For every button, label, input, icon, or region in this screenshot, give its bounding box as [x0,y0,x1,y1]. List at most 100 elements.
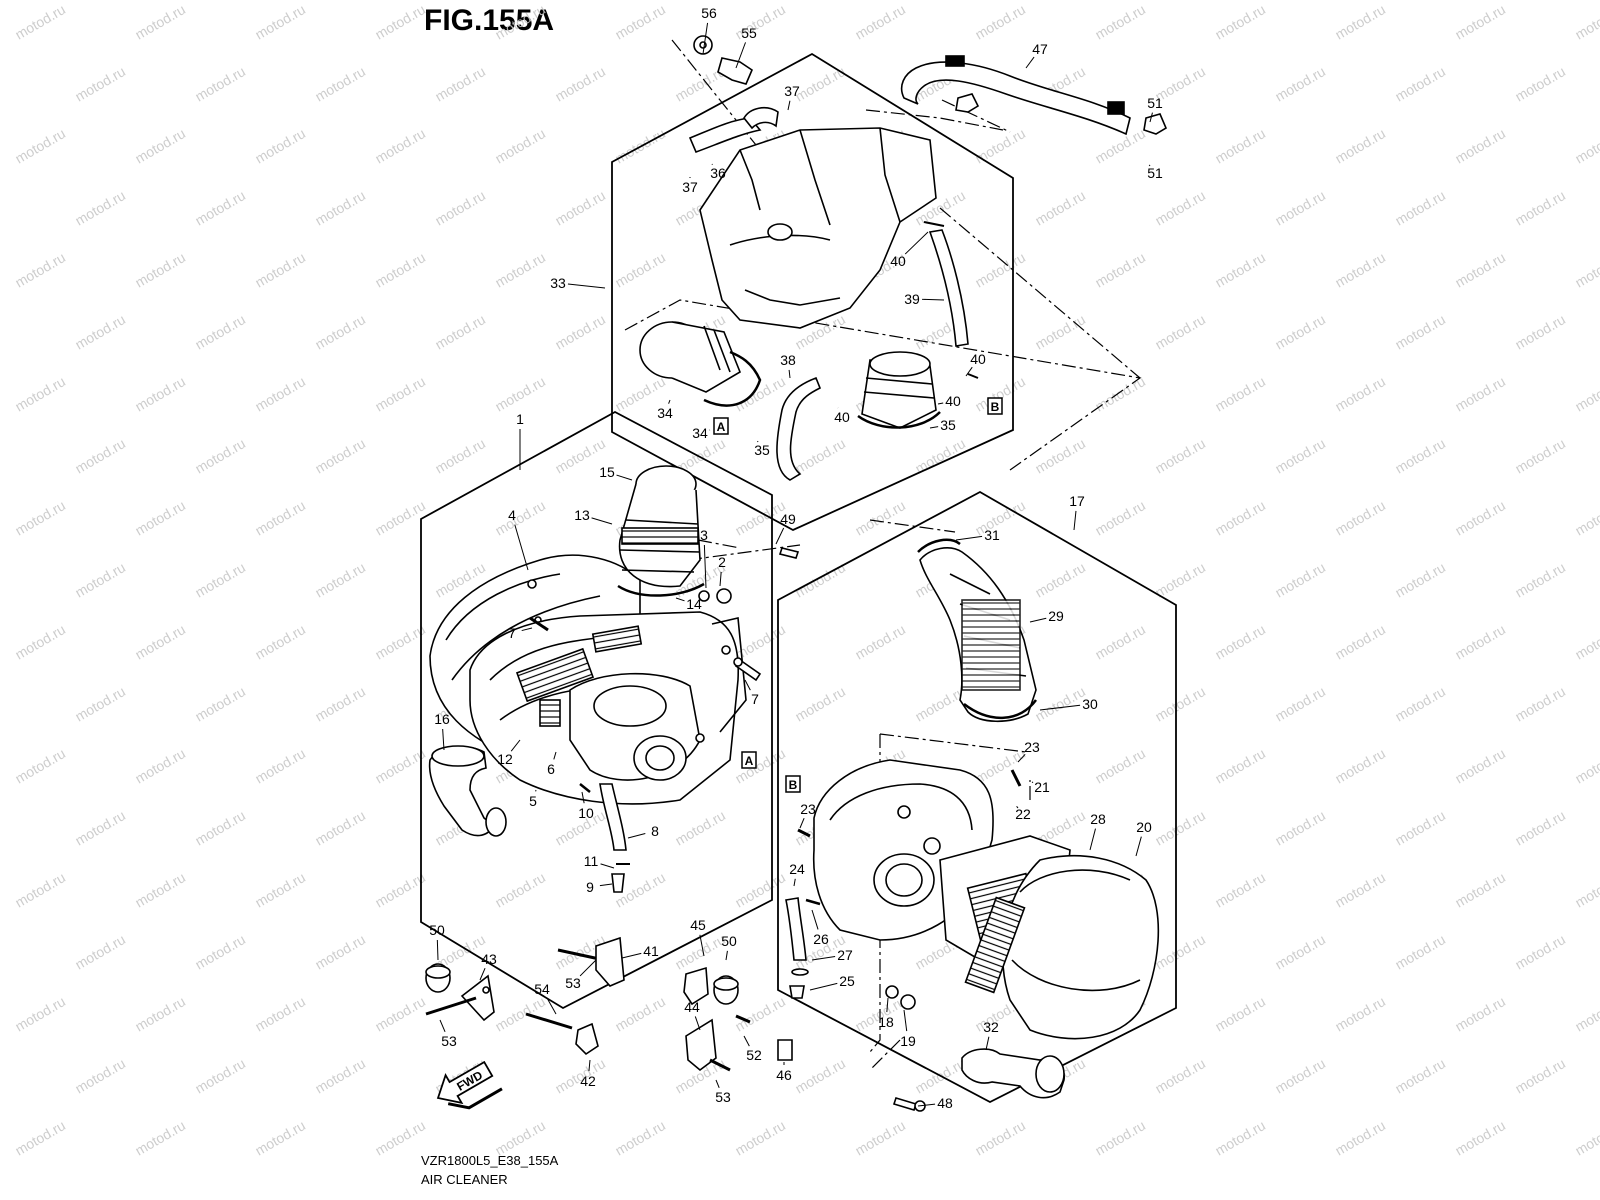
ref-label-a-1: A [717,420,726,434]
ref-markers [713,397,1003,793]
watermark-text: motod.ru [1212,1117,1268,1158]
figure-title: FIG.155A [424,4,555,37]
watermark-text: motod.ru [312,311,368,352]
gasket-28 [964,896,1026,994]
watermark-text: motod.ru [492,993,548,1034]
watermark-text: motod.ru [132,869,188,910]
callout-54: 54 [534,981,550,997]
watermark-text: motod.ru [1332,1,1388,42]
watermark-text: motod.ru [1212,869,1268,910]
watermark-text: motod.ru [192,807,248,848]
watermark-text: motod.ru [1512,683,1568,724]
cover-20 [1001,854,1160,1040]
ref-label-b-2: B [789,778,798,792]
watermark-text: motod.ru [192,311,248,352]
watermark-text: motod.ru [1572,993,1600,1034]
watermark-text: motod.ru [252,745,308,786]
screw-23a [797,828,811,838]
watermark-text: motod.ru [1392,807,1448,848]
watermark-text: motod.ru [192,435,248,476]
washer-18 [885,985,899,999]
watermark-text: motod.ru [792,559,848,600]
watermark-text: motod.ru [1332,1117,1388,1158]
leader-40 [937,402,944,405]
leader-40 [904,231,929,255]
callout-44: 44 [684,999,700,1015]
watermark-text: motod.ru [372,125,428,166]
callout-2: 2 [718,554,726,570]
watermark-text: motod.ru [492,1,548,42]
watermark-text: motod.ru [672,807,728,848]
leader-7 [521,627,533,632]
watermark-text: motod.ru [1392,1055,1448,1096]
watermark-text: motod.ru [492,373,548,414]
group-frames [420,52,1177,1104]
clamp-35-left [703,350,762,407]
watermark-text: motod.ru [1332,497,1388,538]
watermark-text: motod.ru [1572,621,1600,662]
leader-19 [903,1009,908,1032]
watermark-text: motod.ru [912,683,968,724]
watermark-text: motod.ru [1212,497,1268,538]
watermark-text: motod.ru [732,1117,788,1158]
watermark-text: motod.ru [12,745,68,786]
watermark-text: motod.ru [1452,1117,1508,1158]
watermark-text: motod.ru [12,125,68,166]
bracket-44 [685,1018,717,1072]
watermark-text: motod.ru [1092,249,1148,290]
watermark-text: motod.ru [132,745,188,786]
callout-16: 16 [434,711,450,727]
watermark-text: motod.ru [372,621,428,662]
bracket-41 [595,936,625,987]
leader-39 [921,298,945,301]
watermark-text: motod.ru [492,249,548,290]
watermark-text: motod.ru [792,1055,848,1096]
leader-50 [436,939,439,961]
callout-10: 10 [578,805,594,821]
leader-41 [621,952,642,959]
watermark-text: motod.ru [1272,683,1328,724]
watermark-text: motod.ru [132,1117,188,1158]
callout-9: 9 [586,879,594,895]
leader-53 [715,1079,720,1088]
callout-35: 35 [754,442,770,458]
leader-23 [1017,753,1026,763]
callout-30: 30 [1082,696,1098,712]
grommet-2 [716,588,732,604]
callout-53: 53 [565,975,581,991]
watermark-text: motod.ru [132,249,188,290]
watermark-text: motod.ru [132,621,188,662]
callout-3: 3 [700,527,708,543]
loose-hardware [425,936,793,1072]
leader-56 [702,22,709,55]
watermark-text: motod.ru [1272,311,1328,352]
watermark-text: motod.ru [1512,63,1568,104]
hose-24 [785,897,807,961]
bracket-42 [575,1022,599,1056]
watermark-text: motod.ru [132,125,188,166]
watermark-text: motod.ru [732,745,788,786]
callout-18: 18 [878,1014,894,1030]
watermark-text: motod.ru [1512,931,1568,972]
watermark-text: motod.ru [312,435,368,476]
watermark-text: motod.ru [1092,497,1148,538]
watermark-text: motod.ru [1392,187,1448,228]
watermark-text: motod.ru [192,931,248,972]
watermark-text: motod.ru [972,1117,1028,1158]
watermark-text: motod.ru [852,1,908,42]
watermark-text: motod.ru [1452,249,1508,290]
watermark-text: motod.ru [972,125,1028,166]
watermark-text: motod.ru [12,993,68,1034]
watermark-text: motod.ru [1152,559,1208,600]
left-assembly [428,465,800,893]
watermark-text: motod.ru [792,63,848,104]
ref-marker-b-1 [987,397,1003,415]
watermark-text: motod.ru [792,435,848,476]
watermark-text: motod.ru [192,1055,248,1096]
callout-7: 7 [508,625,516,641]
watermark-text: motod.ru [1272,187,1328,228]
watermark-text: motod.ru [1392,311,1448,352]
leader-27 [811,956,836,961]
watermark-text: motod.ru [372,869,428,910]
